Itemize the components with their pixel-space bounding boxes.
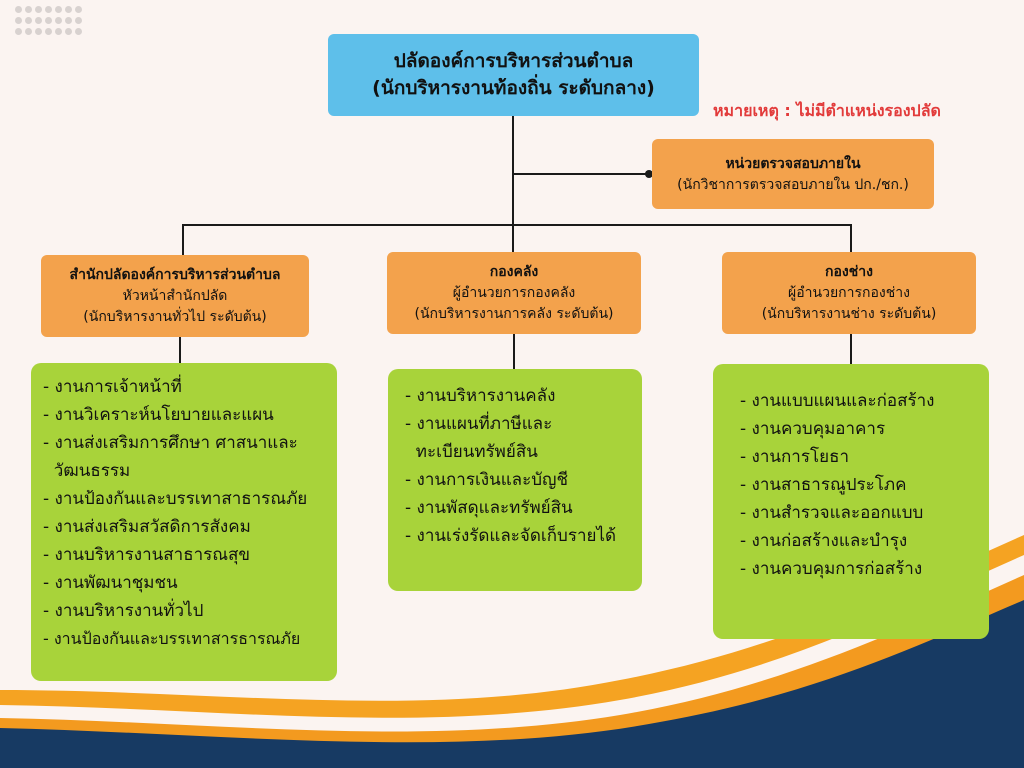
decorative-dot: [75, 6, 82, 13]
decorative-dot: [55, 28, 62, 35]
list-item: - งานการโยธา: [740, 447, 849, 467]
chief-administrator-box: ปลัดองค์การบริหารส่วนตำบล (นักบริหารงานท…: [328, 34, 699, 116]
connector-audit: [512, 173, 652, 175]
decorative-dot: [35, 28, 42, 35]
connector-right-drop: [850, 224, 852, 253]
engineering-tasks-box: - งานแบบแผนและก่อสร้าง - งานควบคุมอาคาร …: [713, 364, 989, 639]
decorative-dot: [45, 28, 52, 35]
list-item: - งานป้องกันและบรรเทาสาธารณภัย: [43, 489, 308, 509]
office-tasks-box: - งานการเจ้าหน้าที่ - งานวิเคราะห์นโยบาย…: [31, 363, 337, 681]
list-item: - งานก่อสร้างและบำรุง: [740, 531, 908, 551]
decorative-dot: [55, 17, 62, 24]
list-item: - งานการเงินและบัญชี: [405, 470, 569, 490]
chief-title: ปลัดองค์การบริหารส่วนตำบล: [393, 50, 634, 72]
list-item: ทะเบียนทรัพย์สิน: [405, 442, 538, 462]
connector-center-task: [513, 334, 515, 370]
division-head: หัวหน้าสำนักปลัด: [122, 288, 228, 304]
list-item: - งานพัสดุและทรัพย์สิน: [405, 498, 573, 518]
decorative-dot: [35, 17, 42, 24]
connector-audit-dot: [645, 170, 653, 178]
decorative-dot: [45, 6, 52, 13]
chief-level: (นักบริหารงานท้องถิ่น ระดับกลาง): [372, 77, 655, 99]
decorative-dot: [15, 28, 22, 35]
list-item: - งานควบคุมอาคาร: [740, 419, 886, 439]
division-level: (นักบริหารงานช่าง ระดับต้น): [761, 306, 937, 322]
connector-top-vertical: [512, 115, 514, 253]
decorative-dot: [75, 28, 82, 35]
list-item: - งานเร่งรัดและจัดเก็บรายได้: [405, 526, 617, 546]
decorative-dot: [65, 28, 72, 35]
task-list: - งานการเจ้าหน้าที่ - งานวิเคราะห์นโยบาย…: [43, 373, 337, 653]
note-text: หมายเหตุ : ไม่มีตำแหน่งรองปลัด: [713, 101, 941, 120]
division-engineering-box: กองช่าง ผู้อำนวยการกองช่าง (นักบริหารงาน…: [722, 252, 976, 334]
division-title: กองช่าง: [825, 264, 873, 280]
division-title: กองคลัง: [489, 264, 539, 280]
decorative-dot: [35, 6, 42, 13]
division-office-box: สำนักปลัดองค์การบริหารส่วนตำบล หัวหน้าสำ…: [41, 255, 309, 337]
audit-sub: (นักวิชาการตรวจสอบภายใน ปก./ชก.): [677, 176, 909, 193]
decorative-dot: [75, 17, 82, 24]
list-item: - งานบริหารงานทั่วไป: [43, 601, 204, 621]
connector-left-drop: [182, 224, 184, 255]
list-item: วัฒนธรรม: [43, 461, 131, 481]
division-title: สำนักปลัดองค์การบริหารส่วนตำบล: [69, 267, 281, 283]
list-item: - งานการเจ้าหน้าที่: [43, 377, 182, 397]
list-item: - งานส่งเสริมการศึกษา ศาสนาและ: [43, 433, 298, 453]
connector-right-task: [850, 334, 852, 364]
task-list: - งานบริหารงานคลัง - งานแผนที่ภาษีและ ทะ…: [405, 382, 642, 550]
decorative-dot: [45, 17, 52, 24]
list-item: - งานสาธารณูประโภค: [740, 475, 907, 495]
decorative-dot: [15, 17, 22, 24]
list-item: - งานวิเคราะห์นโยบายและแผน: [43, 405, 274, 425]
list-item: - งานส่งเสริมสวัสดิการสังคม: [43, 517, 251, 537]
connector-left-task: [179, 335, 181, 364]
list-item: - งานบริหารงานสาธารณสุข: [43, 545, 251, 565]
division-finance-box: กองคลัง ผู้อำนวยการกองคลัง (นักบริหารงาน…: [387, 252, 641, 334]
list-item: - งานบริหารงานคลัง: [405, 386, 556, 406]
audit-title: หน่วยตรวจสอบภายใน: [725, 155, 861, 172]
list-item: - งานแบบแผนและก่อสร้าง: [740, 391, 935, 411]
decorative-dot: [55, 6, 62, 13]
list-item: - งานป้องกันและบรรเทาสารธารณภัย: [43, 629, 301, 648]
list-item: - งานสำรวจและออกแบบ: [740, 503, 924, 523]
decorative-dot: [25, 17, 32, 24]
decorative-dot: [65, 6, 72, 13]
division-head: ผู้อำนวยการกองช่าง: [788, 285, 910, 301]
list-item: - งานพัฒนาชุมชน: [43, 573, 178, 593]
connector-horizontal: [182, 224, 852, 226]
division-level: (นักบริหารงานการคลัง ระดับต้น): [414, 306, 614, 322]
finance-tasks-box: - งานบริหารงานคลัง - งานแผนที่ภาษีและ ทะ…: [388, 369, 642, 591]
decorative-dot: [65, 17, 72, 24]
decorative-dot: [25, 28, 32, 35]
decorative-dot: [15, 6, 22, 13]
internal-audit-box: หน่วยตรวจสอบภายใน (นักวิชาการตรวจสอบภายใ…: [652, 139, 934, 209]
division-head: ผู้อำนวยการกองคลัง: [452, 285, 576, 301]
list-item: - งานควบคุมการก่อสร้าง: [740, 559, 923, 579]
task-list: - งานแบบแผนและก่อสร้าง - งานควบคุมอาคาร …: [740, 387, 989, 583]
list-item: - งานแผนที่ภาษีและ: [405, 414, 553, 434]
division-level: (นักบริหารงานทั่วไป ระดับต้น): [83, 309, 267, 325]
decorative-dot: [25, 6, 32, 13]
